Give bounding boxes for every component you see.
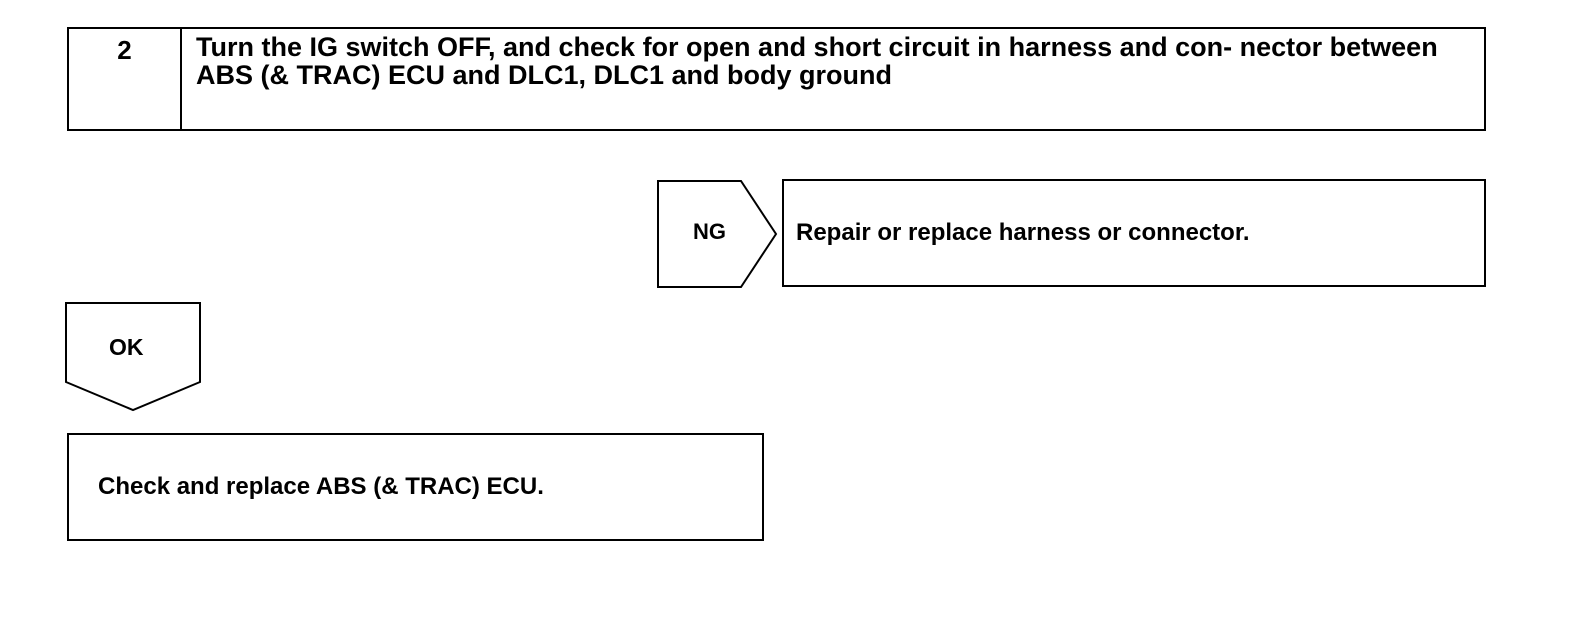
step-number-cell: 2 [69, 29, 182, 129]
step-number: 2 [117, 35, 132, 65]
step-box: 2 Turn the IG switch OFF, and check for … [67, 27, 1486, 131]
ng-result-box: Repair or replace harness or connector. [782, 179, 1486, 287]
ok-result-text: Check and replace ABS (& TRAC) ECU. [98, 473, 544, 500]
ok-tag-arrow [65, 302, 201, 412]
ok-label: OK [109, 334, 144, 360]
ng-result-text: Repair or replace harness or connector. [796, 219, 1250, 246]
ng-label: NG [693, 219, 726, 244]
ok-result-box: Check and replace ABS (& TRAC) ECU. [67, 433, 764, 541]
step-title: Turn the IG switch OFF, and check for op… [196, 32, 1438, 90]
ng-tag-arrow [657, 180, 778, 288]
